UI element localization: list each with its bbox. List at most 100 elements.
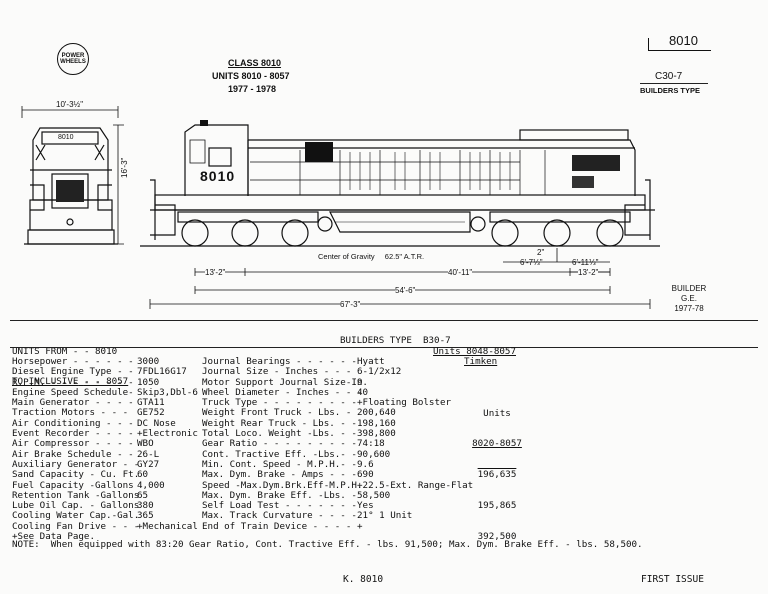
spec-label: +See Data Page.	[12, 531, 95, 543]
units-from-label: UNITS FROM	[12, 345, 68, 357]
builder-label: BUILDER	[671, 284, 707, 293]
cog-label: Center of Gravity	[318, 252, 375, 261]
spec-value: 58,500	[357, 489, 391, 501]
spec-row: Total Loco. Weight -Lbs. - -398,800	[202, 428, 473, 440]
spec-value: 200,640	[357, 407, 396, 419]
spec-label: Auxiliary Generator - -	[12, 458, 140, 470]
cog-unit: A.T.R.	[403, 252, 425, 261]
spec-value: Yes	[357, 500, 374, 512]
dim-40-11: 40'-11"	[448, 268, 473, 277]
spec-row: Cooling Fan Drive - - -+Mechanical	[12, 520, 198, 532]
years: 1977 - 1978	[228, 84, 277, 94]
units-to-value: - - 8057	[83, 376, 129, 388]
dim-6-7: 6'-7⅓"	[520, 258, 543, 267]
builders-type-line: BUILDERS TYPE B30-7	[340, 335, 451, 346]
spec-row: Journal Size - Inches - - -6-1/2x12	[202, 366, 473, 378]
spec-label: Max. Dym. Brake Eff. -Lbs. -	[202, 489, 357, 501]
spec-label: Weight Front Truck - Lbs. -	[202, 407, 352, 419]
builder-name: G.E.	[680, 294, 697, 303]
page-number: 8010	[669, 33, 698, 48]
spec-value: 4,000	[137, 479, 165, 491]
spec-value: GE752	[137, 407, 165, 419]
spec-row: Sand Capacity - Cu. Ft.60	[12, 469, 198, 481]
spec-row: Weight Rear Truck - Lbs. - -198,160	[202, 417, 473, 429]
units-column: Units 8020-8057 196,635 195,865 392,500	[467, 388, 527, 553]
spec-label: Journal Size - Inches - - -	[202, 366, 352, 378]
cog-value: 62.5"	[384, 252, 403, 261]
spec-label: Air Compressor - - - -	[12, 438, 134, 450]
end-height-dim: 16'-3"	[120, 157, 129, 178]
spec-row: Min. Cont. Speed - M.P.H.- -9.6	[202, 458, 473, 470]
spec-row: Wheel Diameter - Inches - - -40	[202, 387, 473, 398]
spec-row: Max. Dym. Brake Eff. -Lbs. -58,500	[202, 489, 473, 501]
spec-label: End of Train Device - - - -	[202, 520, 352, 532]
power-wheels-logo: POWER WHEELS	[57, 43, 89, 75]
spec-row: Air Brake Schedule - -26-L	[12, 448, 198, 460]
spec-label: Cooling Fan Drive - - -	[12, 520, 140, 532]
spec-label: Truck Type - - - - - - - - -	[202, 397, 357, 409]
spec-value: 365	[137, 510, 154, 522]
spec-row: Main Generator - - - -GTA11	[12, 397, 198, 409]
units-col-rear: 195,865	[477, 500, 517, 512]
spec-label: Weight Rear Truck - Lbs. - -	[202, 417, 357, 429]
spec-value: Skip3,Dbl-6	[137, 386, 198, 398]
spec-label: Min. Cont. Speed - M.P.H.- -	[202, 458, 357, 470]
cab-number: 8010	[200, 168, 236, 184]
units-range: UNITS 8010 - 8057	[212, 71, 290, 81]
locomotive-drawing	[21, 106, 660, 309]
model-label: C30-7	[655, 71, 683, 82]
spec-label: Max. Dym. Brake - Amps - - -	[202, 469, 357, 481]
spec-row: Diesel Engine Type - -7FDL16G17	[12, 366, 198, 377]
page-number-box: 8010	[648, 33, 711, 51]
spec-label: Event Recorder - - - -	[12, 428, 134, 440]
spec-value: GTA11	[137, 397, 165, 409]
spec-label: Lube Oil Cap. - Gallons	[12, 500, 140, 512]
spec-row: +See Data Page.	[12, 531, 198, 543]
class-title: CLASS 8010	[228, 58, 282, 68]
end-view	[21, 106, 124, 245]
units-from-value: - - 8010	[72, 345, 118, 357]
spec-label: Gear Ratio - - - - - - - - -	[202, 438, 357, 450]
units-col-total: 392,500	[477, 531, 517, 543]
spec-label: Main Generator - - - -	[12, 397, 134, 409]
spec-label: R.P.M. - - - - - - - -	[12, 376, 134, 388]
spec-value: DC Nose	[137, 417, 176, 429]
spec-label: Cont. Tractive Eff. -Lbs.- -	[202, 448, 357, 460]
gear-note: NOTE: When equipped with 83:20 Gear Rati…	[12, 539, 643, 550]
spec-value: 26-L	[137, 448, 160, 460]
builder-years: 1977-78	[674, 304, 704, 313]
spec-label: Max. Track Curvature - - - -	[202, 510, 357, 522]
spec-value: 90,600	[357, 448, 391, 460]
spec-row: Weight Front Truck - Lbs. - 200,640	[202, 407, 473, 419]
spec-value: Hyatt	[357, 356, 385, 367]
spec-value: 398,800	[357, 428, 396, 440]
units-from: UNITS FROM - - 8010 TO INCLUSIVE - - 805…	[12, 326, 128, 398]
spec-label: Self Load Test - - - - - - -	[202, 500, 357, 512]
spec-row: Traction Motors - - -GE752	[12, 407, 198, 419]
spec-row: Motor Support Journal Size-In.9	[202, 376, 473, 388]
dim-13-2-left: 13'-2"	[205, 268, 226, 277]
spec-row: Lube Oil Cap. - Gallons380	[12, 500, 198, 512]
spec-label: Fuel Capacity -Gallons	[12, 479, 134, 491]
spec-value: +Floating Bolster	[357, 397, 452, 409]
units-col-head: Units	[483, 407, 511, 419]
units-col-front: 196,635	[477, 469, 517, 481]
spec-label: Motor Support Journal Size-In.	[202, 376, 368, 388]
footer-issue: FIRST ISSUE	[641, 574, 704, 585]
spec-value: 690	[357, 469, 374, 481]
builder-block: BUILDER G.E. 1977-78	[664, 284, 714, 314]
timken: Timken	[464, 356, 498, 367]
spec-row: Horsepower - - - - - -3000	[12, 356, 198, 367]
spec-value: 380	[137, 500, 154, 512]
spec-value: 3000	[137, 356, 160, 367]
logo-text: POWER WHEELS	[60, 53, 86, 65]
footer-ref: K. 8010	[343, 574, 384, 585]
spec-row: Event Recorder - - - -+Electronic	[12, 428, 198, 440]
spec-row: Engine Speed Schedule-Skip3,Dbl-6	[12, 386, 198, 398]
spec-row: Journal Bearings - - - - - -Hyatt	[202, 356, 473, 367]
spec-value: +Electronic	[137, 428, 198, 440]
spec-label: Sand Capacity - Cu. Ft.	[12, 469, 140, 481]
end-width-dim: 10'-3½"	[56, 100, 84, 109]
